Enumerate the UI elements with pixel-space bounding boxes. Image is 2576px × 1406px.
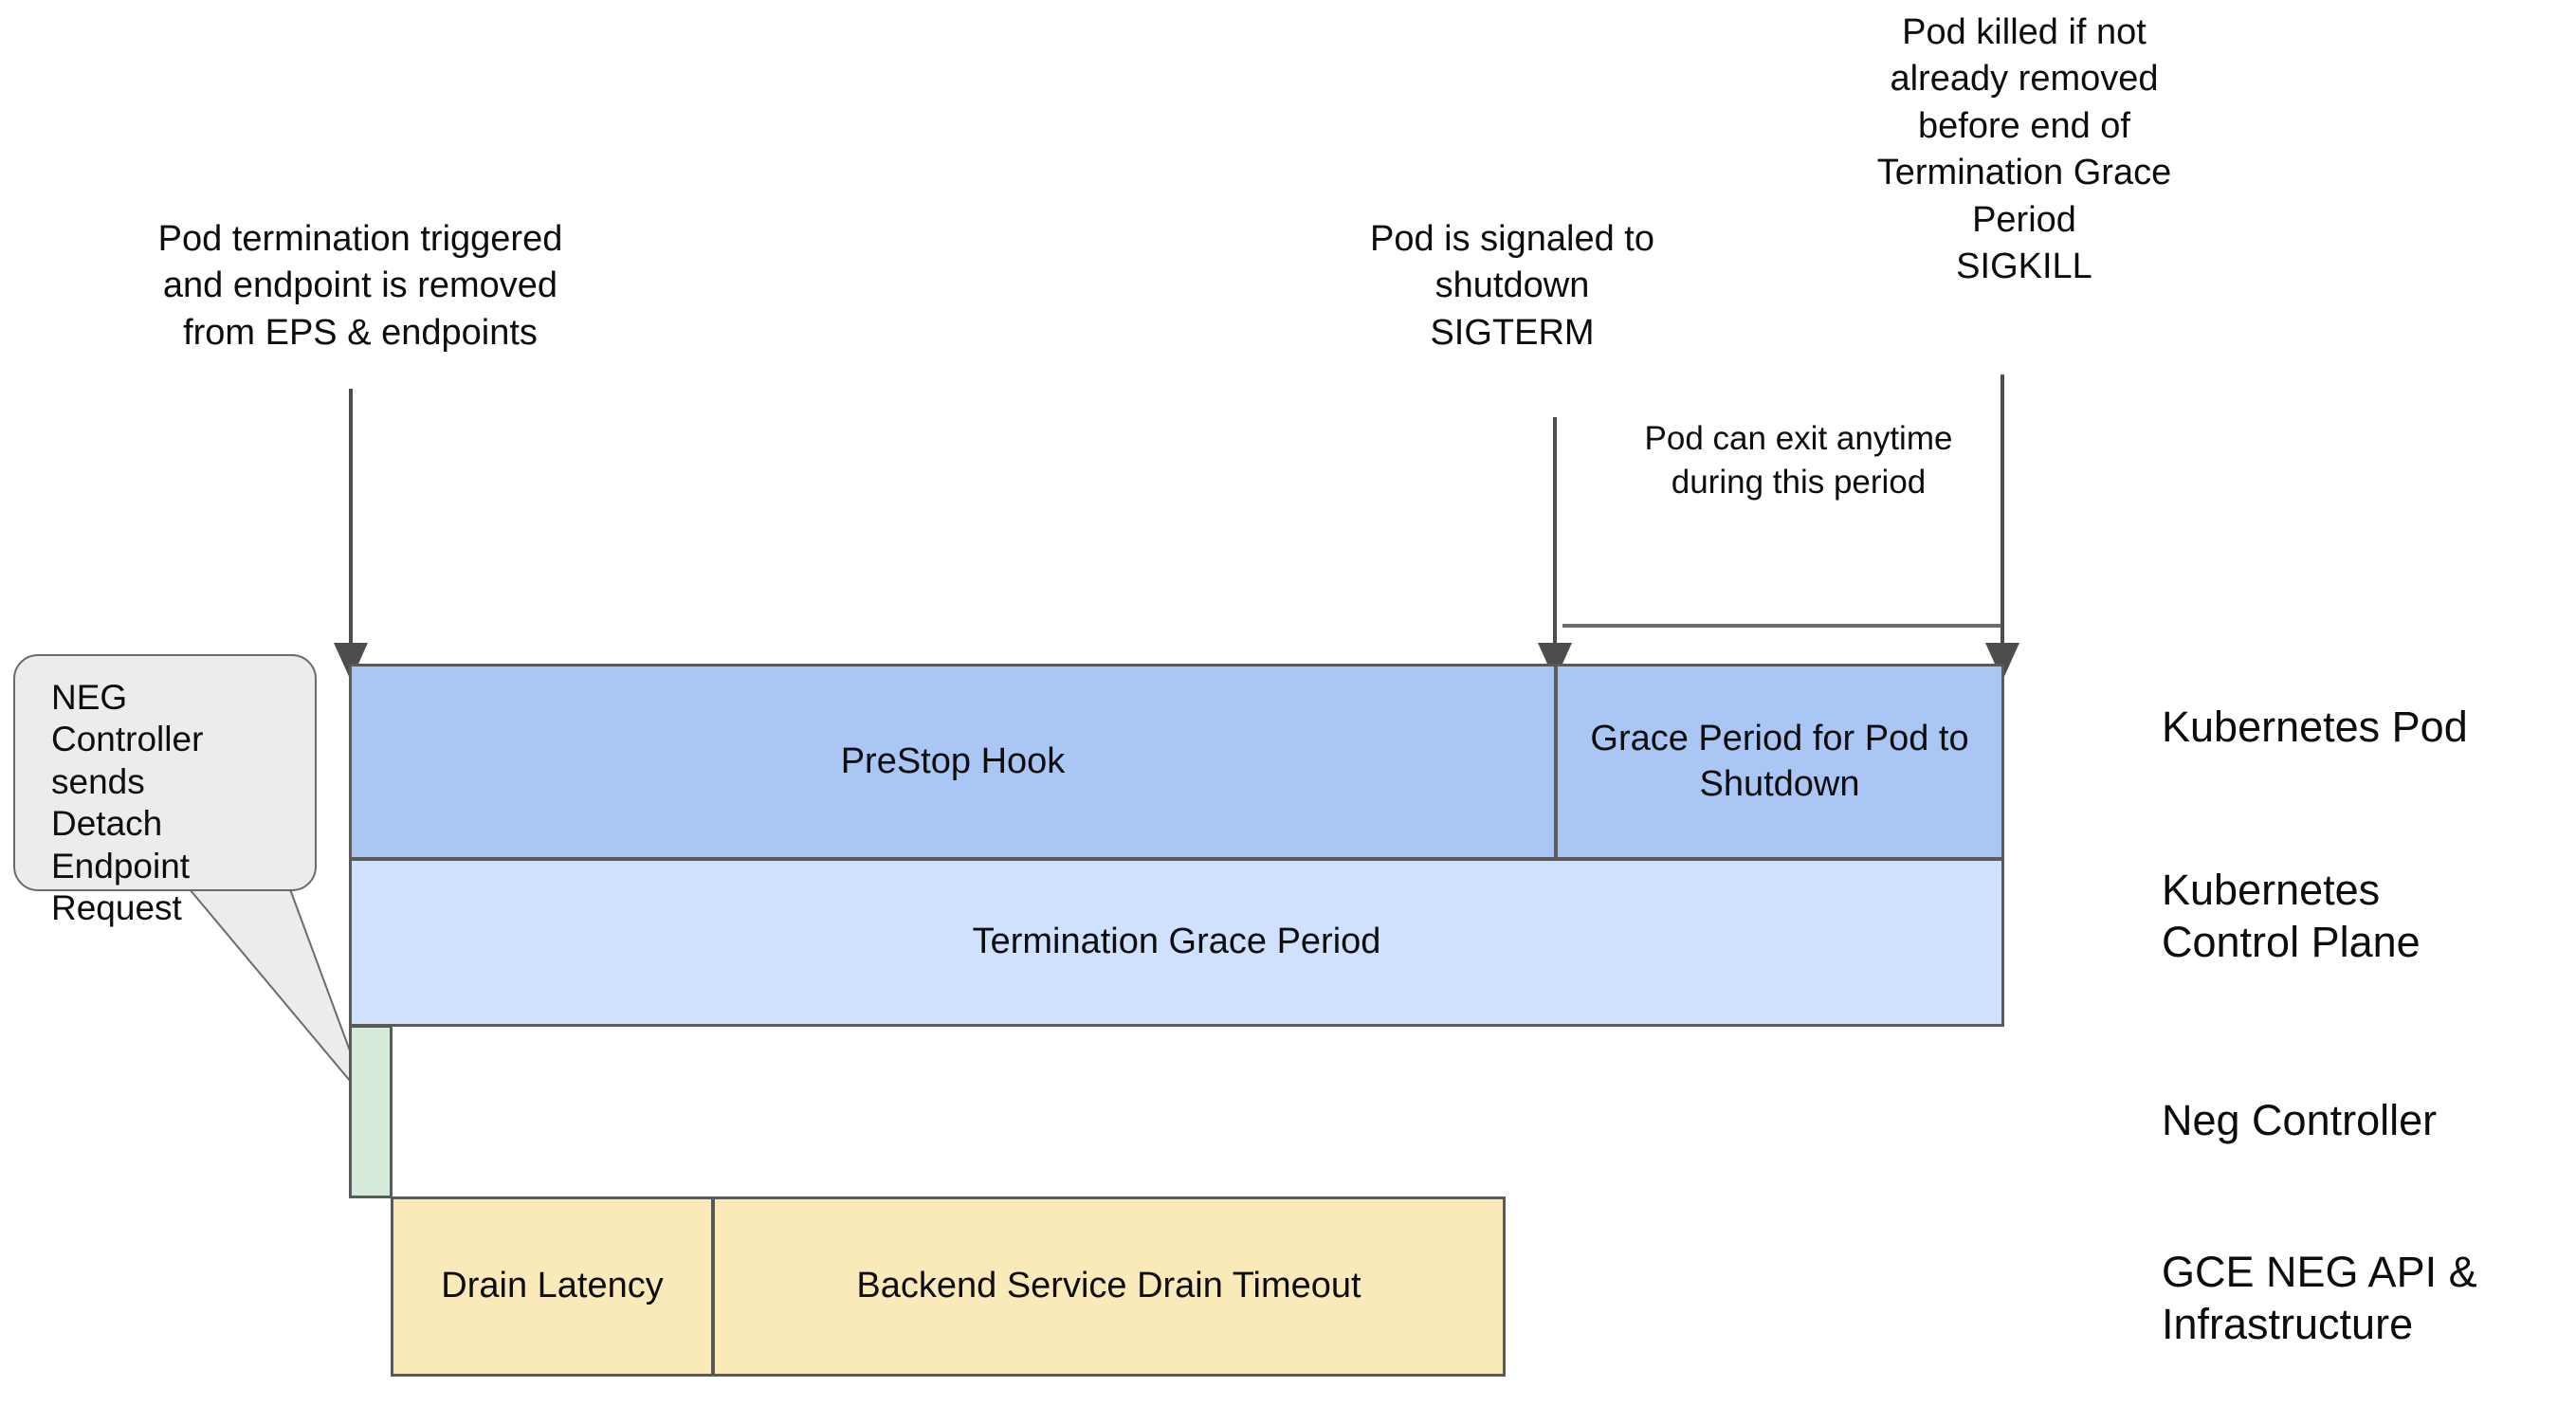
lane-label-kubernetes-pod: Kubernetes Pod <box>2162 703 2468 751</box>
bar-drain-latency[interactable]: Drain Latency <box>391 1196 714 1377</box>
annotation-pod-termination-triggered: Pod termination triggered and endpoint i… <box>157 219 563 353</box>
callout-tail <box>187 888 371 1105</box>
annotation-pod-can-exit-anytime: Pod can exit anytime during this period <box>1644 420 1953 501</box>
bar-prestop-hook[interactable]: PreStop Hook <box>349 664 1557 860</box>
annotation-sigkill: Pod killed if not already removed before… <box>1876 12 2172 286</box>
annotation-sigterm: Pod is signaled to shutdown SIGTERM <box>1370 219 1654 353</box>
bar-neg-controller-activity[interactable] <box>349 1025 393 1198</box>
lane-label-neg-controller: Neg Controller <box>2162 1096 2438 1144</box>
lane-label-gce-neg-api-infrastructure: GCE NEG API & Infrastructure <box>2162 1248 2477 1348</box>
bar-termination-grace-period[interactable]: Termination Grace Period <box>349 858 2004 1027</box>
bar-grace-period-for-pod-to-shutdown[interactable]: Grace Period for Pod to Shutdown <box>1555 664 2004 860</box>
bar-backend-service-drain-timeout[interactable]: Backend Service Drain Timeout <box>712 1196 1506 1377</box>
lane-label-kubernetes-control-plane: Kubernetes Control Plane <box>2162 866 2421 966</box>
callout-neg-controller-detach-request: NEG Controller sends Detach Endpoint Req… <box>13 654 317 927</box>
